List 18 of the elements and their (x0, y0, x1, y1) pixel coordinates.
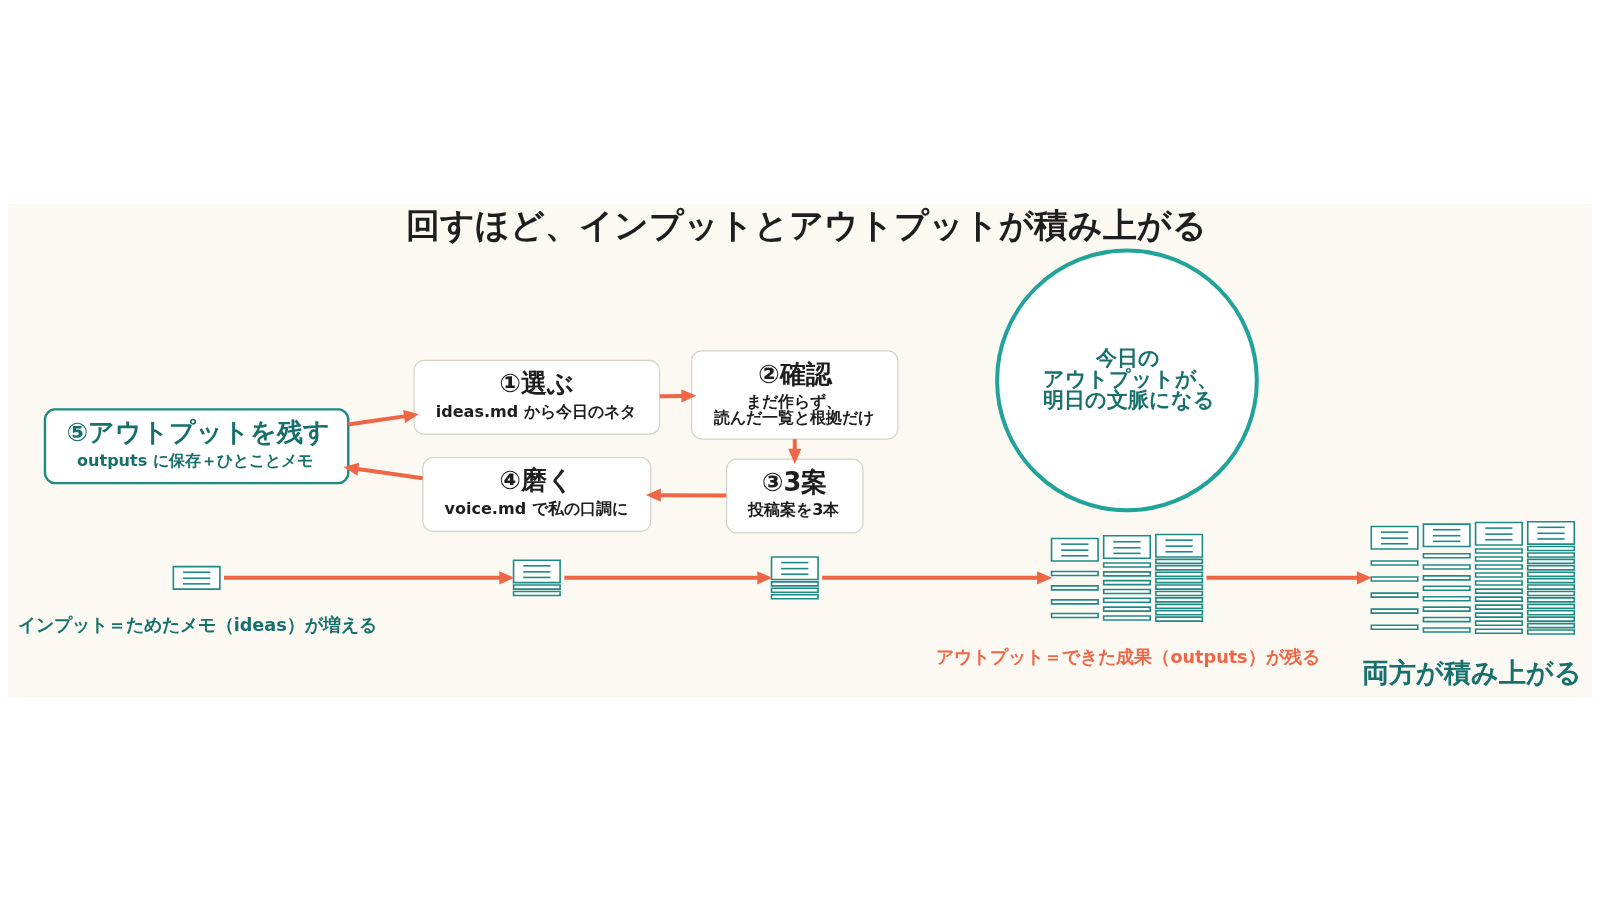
arrow (564, 570, 773, 584)
label: アウトプット＝できた成果（outputs）が残る (936, 646, 1320, 667)
arrow (645, 488, 727, 502)
arrow (822, 570, 1053, 584)
node-box: ④磨く voice.md で私の口調に (422, 456, 652, 532)
node-box: ⑤アウトプットを残す outputs に保存＋ひとことメモ (43, 407, 350, 484)
arrow (343, 462, 423, 480)
arrow (1206, 570, 1372, 584)
arrow (659, 388, 697, 403)
diagram-title: 回すほど、インプットとアウトプットが積み上がる (406, 205, 1208, 245)
arrow (348, 409, 419, 426)
node-box: ①選ぶ ideas.md から今日のネタ (413, 359, 661, 435)
label: 両方が積み上がる (1362, 656, 1583, 688)
label: インプット＝ためたメモ（ideas）が増える (17, 614, 377, 635)
node-box: ②確認 まだ作らず、読んだ一覧と根拠だけ (691, 349, 899, 440)
node-box: ③3案 投稿案を3本 (726, 458, 864, 533)
arrow (224, 570, 515, 584)
node-circle: 今日のアウトプットが、明日の文脈になる (995, 248, 1259, 512)
